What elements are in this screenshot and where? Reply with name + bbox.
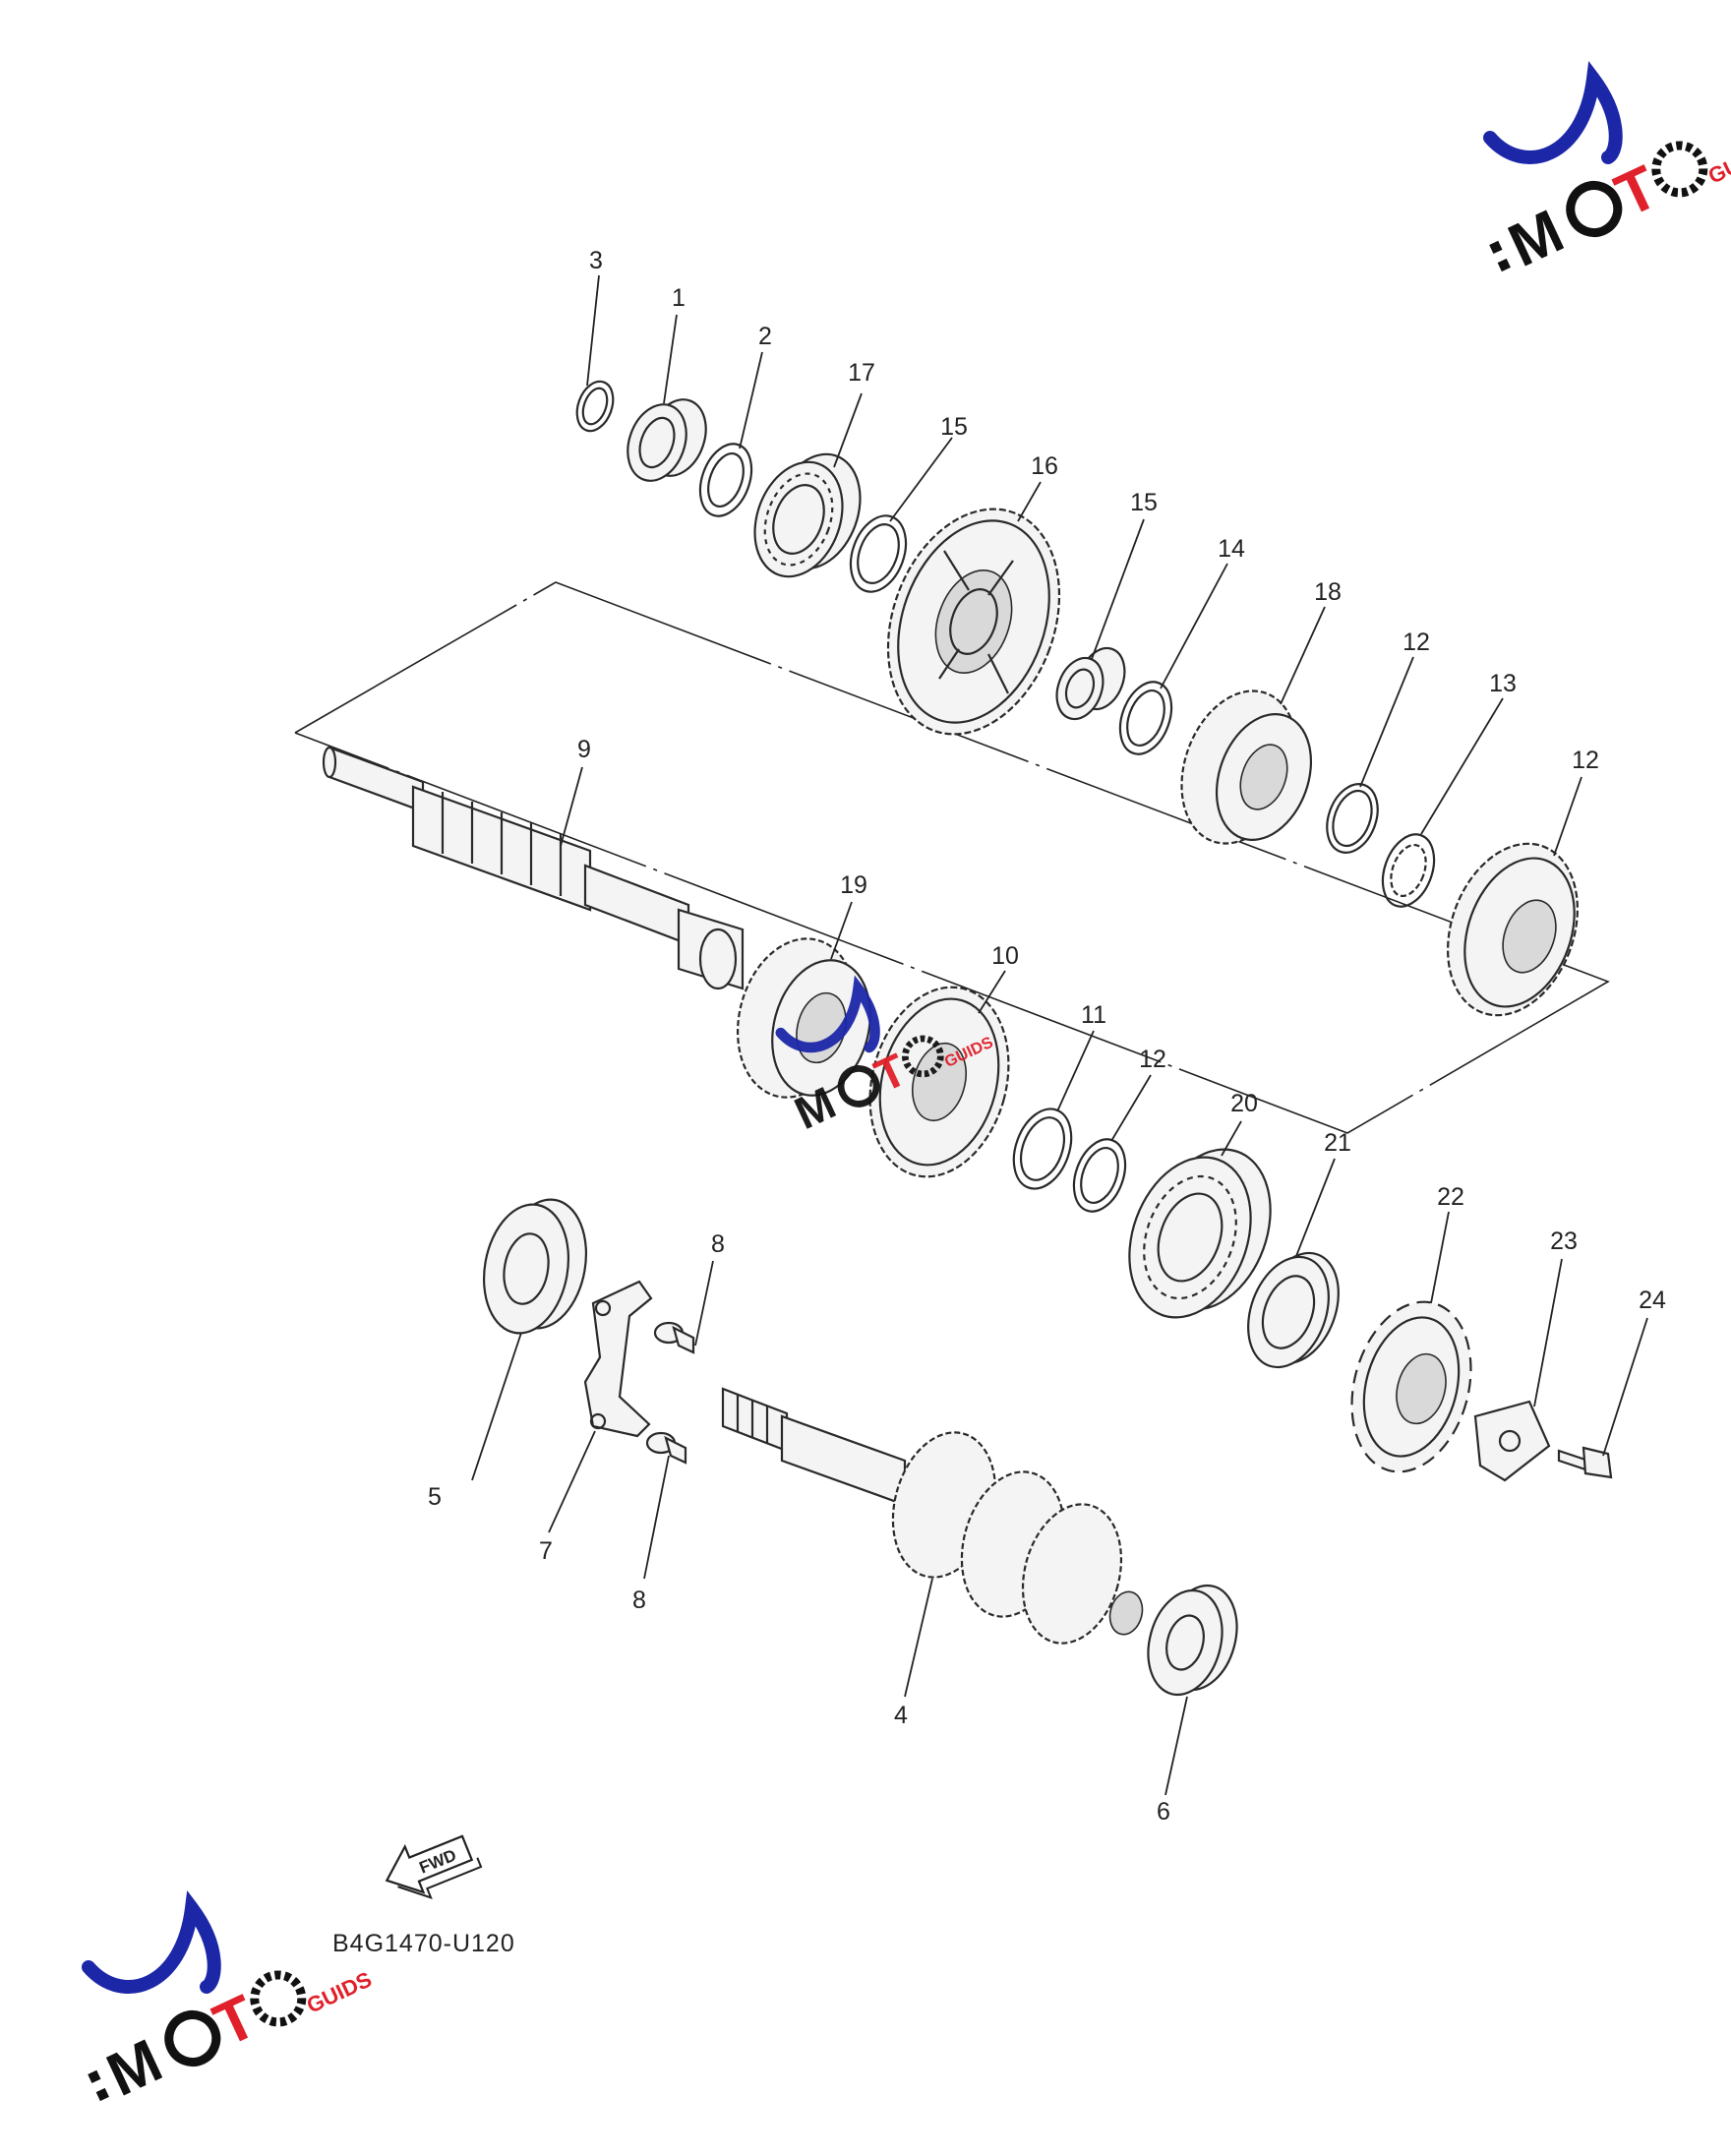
callout-8-b: 8 [632,1587,646,1614]
svg-text:GUIDS: GUIDS [303,1967,376,2018]
part-15-washer-upper [849,514,908,593]
callout-25: 24 [1639,1287,1666,1314]
svg-text:GUIDS: GUIDS [1704,138,1731,189]
callout-numbers: 3 1 2 17 15 16 15 14 18 12 13 12 9 19 10… [428,247,1666,1826]
part-15-washer-lower [1118,681,1173,755]
part-23-sprocket [1350,1300,1472,1473]
callout-8-a: 8 [711,1230,725,1258]
callout-2: 2 [758,323,772,350]
main-shaft-frame [294,581,1610,1134]
callout-6: 6 [1157,1798,1170,1826]
part-12-circlip-upper [1326,783,1379,854]
part-25-bolt [1557,1446,1613,1479]
callout-24: 23 [1550,1228,1578,1255]
part-18-gear [1180,689,1313,845]
callout-19: 19 [840,871,867,899]
part-13-gear [1447,842,1579,1017]
callout-12-a: 12 [1403,629,1430,656]
part-14-washer [1381,833,1436,908]
part-17-gear [886,508,1061,736]
part-8-screw-upper [653,1321,695,1354]
callout-14: 13 [1489,670,1517,697]
drawing-code-label: B4G1470-U120 [332,1930,515,1957]
callout-5: 5 [428,1483,442,1511]
part-5-bearing [482,1198,588,1335]
part-11-washer [1012,1108,1073,1190]
part-2-washer [698,443,753,517]
callout-9: 9 [577,736,591,763]
part-10-gear [868,986,1010,1178]
callout-16: 15 [1130,489,1158,516]
callout-15-a: 15 [940,413,968,441]
part-24-lock-plate [1473,1400,1551,1482]
leader-lines [471,274,1648,1796]
callout-17: 16 [1031,452,1058,480]
callout-21: 20 [1230,1090,1258,1117]
part-8-screw-lower [645,1431,687,1465]
svg-text:M: M [1499,198,1574,280]
callout-11: 11 [1081,1001,1106,1029]
callout-20: 17 [848,359,875,387]
callout-18: 18 [1314,578,1342,606]
part-6-bearing [1147,1584,1238,1697]
part-16-bushing [1055,646,1126,721]
svg-text:M: M [97,2027,172,2110]
part-9-main-shaft [322,746,745,990]
part-22-seal [1247,1251,1340,1369]
fwd-arrow-icon: FWD [385,1834,483,1899]
callout-7: 7 [539,1537,553,1565]
part-3-circlip [575,380,615,433]
part-7-retainer [583,1280,653,1438]
part-1-bearing [627,398,707,482]
part-21-bearing [1128,1148,1272,1319]
part-12-circlip-lower [1072,1138,1127,1213]
callout-22: 21 [1324,1129,1351,1157]
callout-13: 12 [1572,747,1599,774]
callout-1: 1 [672,284,686,312]
callout-15-b: 14 [1218,535,1245,563]
callout-12-b: 12 [1139,1046,1166,1073]
part-20-bearing [753,452,862,578]
part-19-gear [736,937,871,1099]
moto-guids-logo: M T GUIDS [1483,60,1731,280]
callout-4: 4 [894,1702,908,1729]
callout-3: 3 [589,247,603,274]
callout-10: 10 [991,942,1019,970]
callout-23: 22 [1437,1183,1464,1211]
part-4-drive-axle [721,1387,1144,1645]
